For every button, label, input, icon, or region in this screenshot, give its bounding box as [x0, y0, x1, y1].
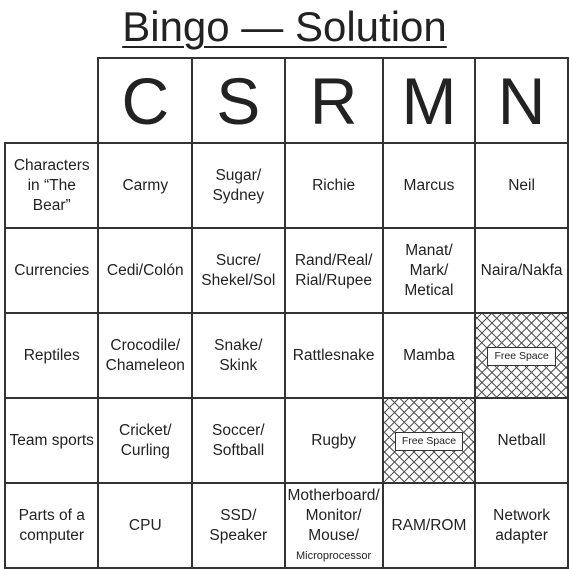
row-team-sports: Team sports Cricket/ Curling Soccer/ Sof… — [3, 397, 569, 484]
answer-cell: Rand/Real/ Rial/Rupee — [283, 227, 384, 314]
category-cell: Characters in “The Bear” — [3, 142, 100, 229]
answer-cell: Marcus — [381, 142, 477, 229]
answer-cell: Sucre/ Shekel/Sol — [191, 227, 286, 314]
row-reptiles: Reptiles Crocodile/ Chameleon Snake/ Ski… — [3, 312, 569, 399]
category-cell: Reptiles — [3, 312, 100, 399]
category-cell: Currencies — [3, 227, 100, 314]
answer-cell: Snake/ Skink — [191, 312, 286, 399]
column-header-r: R — [283, 57, 384, 144]
answer-cell: Motherboard/ Monitor/ Mouse/ Microproces… — [283, 482, 384, 569]
row-computer-parts: Parts of a computer CPU SSD/ Speaker Mot… — [3, 482, 569, 569]
answer-cell: Soccer/ Softball — [191, 397, 286, 484]
answer-text: Motherboard/ Monitor/ Mouse/ — [287, 486, 380, 544]
category-cell: Parts of a computer — [3, 482, 100, 569]
answer-cell: CPU — [97, 482, 194, 569]
answer-cell: Rugby — [283, 397, 384, 484]
free-space-cell: Free Space — [381, 397, 477, 484]
answer-cell: Naira/Nakfa — [474, 227, 569, 314]
answer-cell: SSD/ Speaker — [191, 482, 286, 569]
answer-cell: Crocodile/ Chameleon — [97, 312, 194, 399]
answer-cell: Carmy — [97, 142, 194, 229]
header-row: C S R M N — [5, 57, 569, 144]
free-space-label: Free Space — [487, 347, 556, 366]
answer-cell: Mamba — [381, 312, 477, 399]
column-header-c: C — [97, 57, 194, 144]
answer-cell: Cedi/Colón — [97, 227, 194, 314]
answer-cell: Network adapter — [474, 482, 569, 569]
page-title: Bingo — Solution — [122, 3, 447, 50]
answer-cell: Richie — [283, 142, 384, 229]
column-header-s: S — [191, 57, 286, 144]
row-characters: Characters in “The Bear” Carmy Sugar/ Sy… — [3, 142, 569, 229]
free-space-cell: Free Space — [474, 312, 569, 399]
answer-extra-text: Microprocessor — [296, 549, 372, 562]
answer-cell: Cricket/ Curling — [97, 397, 194, 484]
row-currencies: Currencies Cedi/Colón Sucre/ Shekel/Sol … — [3, 227, 569, 314]
answer-cell: Neil — [474, 142, 569, 229]
bingo-grid: C S R M N Characters in “The Bear” Carmy… — [3, 57, 569, 569]
answer-cell: Manat/ Mark/ Metical — [381, 227, 477, 314]
answer-cell: Netball — [474, 397, 569, 484]
free-space-label: Free Space — [394, 432, 464, 451]
answer-cell: Rattlesnake — [283, 312, 384, 399]
category-cell: Team sports — [3, 397, 100, 484]
column-header-m: M — [381, 57, 477, 144]
corner-cell — [5, 58, 100, 144]
column-header-n: N — [474, 57, 569, 144]
answer-cell: RAM/ROM — [381, 482, 477, 569]
answer-cell: Sugar/ Sydney — [191, 142, 286, 229]
